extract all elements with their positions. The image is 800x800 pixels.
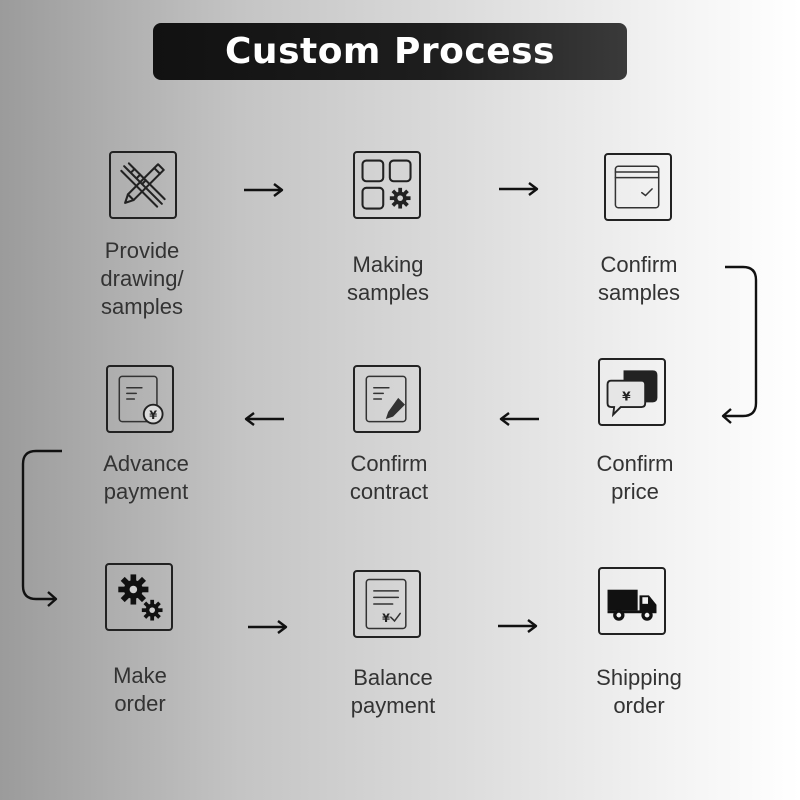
step-label-confirm-samples: Confirm samples [539,251,739,307]
label-line: Advance [103,451,189,476]
title-banner: Custom Process [153,23,627,80]
right-arrow-icon [244,183,284,197]
left-arrow-icon [499,412,539,426]
step-label-provide-drawing: Provide drawing/ samples [42,237,242,321]
step-label-make-order: Make order [40,662,240,718]
page-title: Custom Process [225,31,555,72]
step-label-making-samples: Making samples [288,251,488,307]
svg-text:¥: ¥ [382,612,390,625]
label-line: contract [349,479,429,504]
label-line: Confirm [596,451,674,476]
label-line: payment [103,479,189,504]
step-label-confirm-price: Confirm price [535,450,735,506]
label-line: samples [347,280,429,305]
label-line: order [114,691,166,716]
label-line: Making [352,252,424,277]
step-label-shipping-order: Shipping order [539,664,739,720]
right-arrow-icon [499,182,539,196]
left-arrow-icon [244,412,284,426]
label-line: order [613,693,665,718]
label-line: Make [113,663,167,688]
step-label-balance-payment: Balance payment [293,664,493,720]
label-line: price [611,479,659,504]
label-line: samples [598,280,680,305]
pencil-ruler-icon [109,151,177,219]
label-line: Confirm [600,252,678,277]
step-label-advance-payment: Advance payment [46,450,246,506]
sample-box-icon [604,153,672,221]
contract-pen-icon [353,365,421,433]
label-line: payment [350,693,436,718]
gears-icon [105,563,173,631]
truck-icon [598,567,666,635]
label-line: Confirm [350,451,428,476]
document-yen-icon: ¥ [106,365,174,433]
label-line: samples [101,294,183,319]
right-arrow-icon [248,620,288,634]
document-yen-check-icon: ¥ [353,570,421,638]
label-line: drawing/ [100,266,184,291]
right-arrow-icon [498,619,538,633]
svg-text:¥: ¥ [622,389,631,403]
label-line: Shipping [596,665,682,690]
label-line: Provide [104,238,180,263]
svg-text:¥: ¥ [149,409,157,422]
step-label-confirm-contract: Confirm contract [289,450,489,506]
grid-gear-icon [353,151,421,219]
connector-arrow-icon [21,449,62,607]
price-chat-icon: ¥ [598,358,666,426]
label-line: Balance [353,665,433,690]
connector-arrow-icon [721,265,758,424]
